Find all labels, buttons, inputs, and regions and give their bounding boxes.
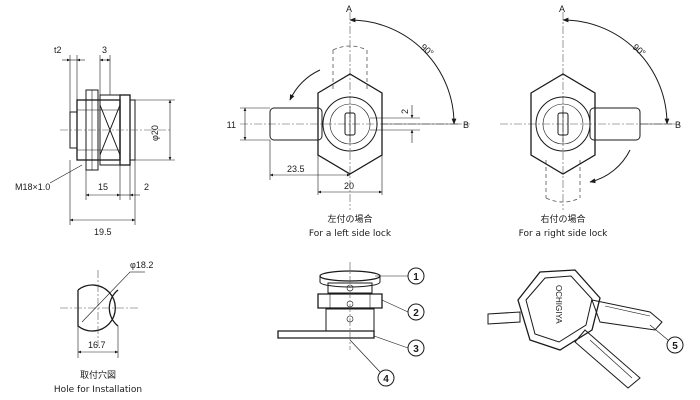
hole-width: 16.7 [88, 340, 106, 350]
svg-text:5: 5 [672, 341, 678, 352]
hole-outline [77, 284, 116, 332]
left-dim-20: 20 [344, 181, 354, 191]
callout-5: 5 [666, 336, 684, 354]
left-lock-view: A B 90° 11 2 23.5 20 左付の場合 For a left si… [227, 4, 470, 239]
left-dim-2: 2 [400, 109, 410, 114]
key-bow [517, 269, 601, 351]
key-text: OCHIGIYA [554, 285, 563, 324]
right-caption-jp: 右付の場合 [540, 213, 585, 225]
parts-view: 1 2 3 4 [277, 262, 425, 387]
dim-phi20: φ20 [150, 125, 160, 141]
left-caption-en: For a left side lock [309, 229, 392, 239]
svg-text:2: 2 [413, 308, 419, 319]
right-label-b: B [675, 120, 681, 130]
right-caption-en: For a right side lock [519, 229, 609, 239]
dim-15: 15 [98, 182, 108, 192]
left-label-b: B [463, 120, 469, 130]
dim-t2: t2 [54, 45, 62, 55]
cam-plate [277, 330, 375, 339]
callout-3: 3 [407, 339, 425, 357]
left-dim-23-5: 23.5 [287, 164, 305, 174]
key-view: OCHIGIYA 5 [487, 269, 684, 389]
hole-view: φ18.2 16.7 取付穴図 Hole for Installation [54, 260, 153, 395]
dim-2: 2 [144, 182, 149, 192]
right-lock-view: A B 90° 右付の場合 For a right side lock [500, 4, 681, 239]
left-angle: 90° [419, 42, 436, 59]
hole-caption-en: Hole for Installation [54, 385, 142, 395]
hole-caption-jp: 取付穴図 [80, 369, 116, 381]
dim-19-5: 19.5 [94, 227, 112, 237]
callout-1: 1 [407, 267, 425, 285]
svg-text:1: 1 [413, 272, 419, 283]
left-caption-jp: 左付の場合 [327, 213, 372, 225]
callout-2: 2 [407, 303, 425, 321]
left-dim-11: 11 [227, 120, 236, 130]
right-angle: 90° [631, 42, 648, 59]
svg-text:4: 4 [383, 374, 389, 385]
side-view: t2 3 φ20 15 2 19.5 M18×1.0 [15, 45, 175, 237]
hole-phi: φ18.2 [130, 260, 153, 270]
svg-text:3: 3 [413, 344, 419, 355]
dim-3: 3 [102, 45, 107, 55]
right-label-a: A [559, 4, 565, 14]
left-label-a: A [346, 4, 352, 14]
thread-label: M18×1.0 [15, 182, 50, 192]
callout-4: 4 [377, 369, 395, 387]
